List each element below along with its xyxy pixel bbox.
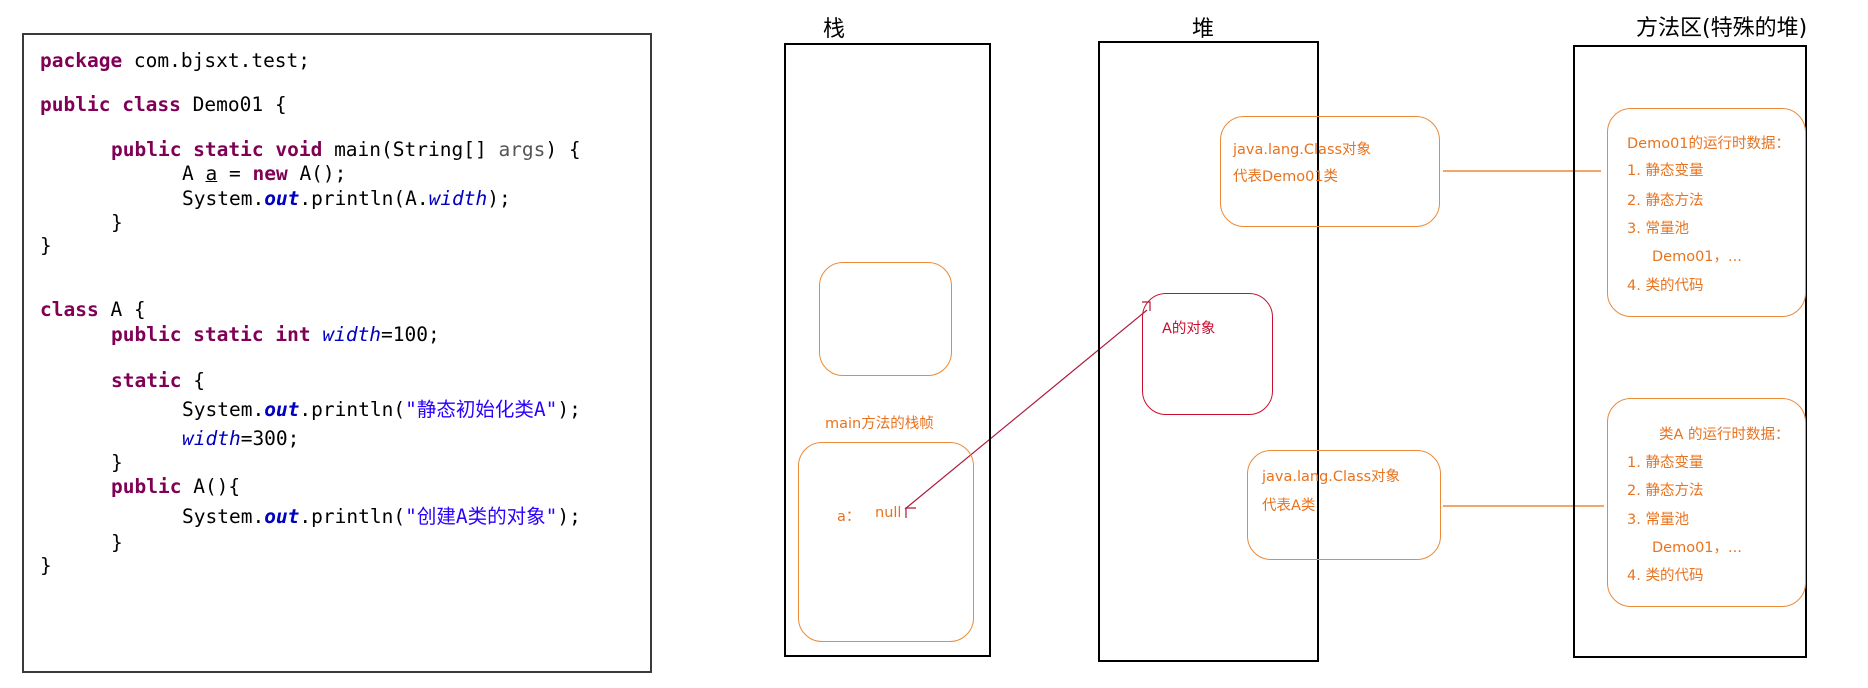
string-literal: "静态初始化类A" xyxy=(405,398,558,421)
code-line-new-a: A a = new A(); xyxy=(182,162,346,186)
demo-class-object xyxy=(1220,116,1440,227)
main-frame-label: main方法的栈帧 xyxy=(825,416,934,432)
out-field: out xyxy=(264,187,300,210)
keyword: public xyxy=(40,93,111,116)
a-runtime-item: 4. 类的代码 xyxy=(1627,568,1704,584)
println: .println( xyxy=(299,505,406,528)
main-sig: main(String[] xyxy=(322,138,499,161)
println: .println(A. xyxy=(299,187,429,210)
a-class-object-line2: 代表A类 xyxy=(1262,498,1316,514)
assign: = xyxy=(217,162,253,185)
demo-runtime-item: 4. 类的代码 xyxy=(1627,278,1704,294)
code-line-close: } xyxy=(40,554,52,577)
a-runtime-item: Demo01，... xyxy=(1652,540,1742,556)
code-line-println-static: System.out.println("静态初始化类A"); xyxy=(182,398,581,422)
type-a: A xyxy=(182,162,206,185)
code-line-close: } xyxy=(111,211,123,234)
keyword: class xyxy=(122,93,181,116)
class-decl: A { xyxy=(98,298,146,321)
code-line-println-width: System.out.println(A.width); xyxy=(182,187,511,211)
demo-class-object-line2: 代表Demo01类 xyxy=(1233,169,1339,185)
code-line-main-sig: public static void main(String[] args) { xyxy=(111,138,581,162)
ctor-call: A(); xyxy=(287,162,347,185)
code-line-width-decl: public static int width=100; xyxy=(111,323,440,347)
demo-runtime-item: 2. 静态方法 xyxy=(1627,193,1704,209)
println: .println( xyxy=(299,398,406,421)
package-name: com.bjsxt.test; xyxy=(122,49,311,72)
code-line-static-block: static { xyxy=(111,369,205,393)
width-field: width xyxy=(182,427,241,450)
class-decl: Demo01 { xyxy=(180,93,287,116)
demo-runtime-item: Demo01，... xyxy=(1652,249,1742,265)
keyword: public xyxy=(111,475,182,498)
width-field: width xyxy=(428,187,488,210)
keyword: static xyxy=(111,369,182,392)
var-a: a xyxy=(205,162,218,185)
param-args: args xyxy=(498,138,546,161)
main-sig-end: ) { xyxy=(545,138,581,161)
a-runtime-data xyxy=(1607,398,1806,607)
demo-runtime-item: 3. 常量池 xyxy=(1627,221,1689,237)
code-line-width-300: width=300; xyxy=(182,427,299,451)
method-area-title: 方法区(特殊的堆) xyxy=(1636,16,1808,41)
string-literal: "创建A类的对象" xyxy=(405,505,558,528)
system: System. xyxy=(182,505,265,528)
stack-title: 栈 xyxy=(823,17,846,42)
keyword: new xyxy=(252,162,288,185)
code-line-println-ctor: System.out.println("创建A类的对象"); xyxy=(182,505,581,529)
demo-runtime-item: 1. 静态变量 xyxy=(1627,163,1704,179)
stack-frame-empty xyxy=(819,262,952,376)
width-assign: =300; xyxy=(240,427,300,450)
code-line-class-a: class A { xyxy=(40,298,146,322)
demo-runtime-data xyxy=(1607,108,1806,317)
out-field: out xyxy=(264,398,300,421)
println-end: ); xyxy=(557,505,581,528)
println-end: ); xyxy=(487,187,511,210)
demo-runtime-title: Demo01的运行时数据： xyxy=(1627,136,1791,152)
a-object-label: A的对象 xyxy=(1162,321,1216,337)
out-field: out xyxy=(264,505,300,528)
code-line-close: } xyxy=(111,451,123,474)
ctor-decl: A(){ xyxy=(193,475,241,498)
method-area-column xyxy=(1573,45,1807,658)
null-label: null xyxy=(875,505,902,521)
code-panel: package com.bjsxt.test; public class Dem… xyxy=(22,33,652,673)
keyword: package xyxy=(40,49,123,72)
a-runtime-item: 1. 静态变量 xyxy=(1627,455,1704,471)
code-line-ctor: public A(){ xyxy=(111,475,240,499)
a-class-object-line1: java.lang.Class对象 xyxy=(1262,469,1401,485)
println-end: ); xyxy=(557,398,581,421)
reference-arrow-tail xyxy=(905,507,916,518)
reference-arrow xyxy=(904,309,1148,510)
keyword: public static void xyxy=(111,138,323,161)
a-class-object xyxy=(1247,450,1441,560)
code-line-close: } xyxy=(40,234,52,257)
a-runtime-title: 类A 的运行时数据： xyxy=(1659,427,1790,443)
main-stack-frame xyxy=(798,442,974,642)
a-object xyxy=(1142,293,1273,415)
a-runtime-item: 3. 常量池 xyxy=(1627,512,1689,528)
heap-title: 堆 xyxy=(1192,17,1215,42)
brace: { xyxy=(181,369,205,392)
keyword: public static int xyxy=(111,323,311,346)
code-line-package: package com.bjsxt.test; xyxy=(40,49,310,73)
system: System. xyxy=(182,187,265,210)
stack-column xyxy=(784,43,991,657)
width-assign: =100; xyxy=(381,323,440,346)
heap-column xyxy=(1098,41,1319,662)
keyword: class xyxy=(40,298,99,321)
a-runtime-item: 2. 静态方法 xyxy=(1627,483,1704,499)
width-field: width xyxy=(322,323,382,346)
code-line-class-demo: public class Demo01 { xyxy=(40,93,287,117)
code-line-close: } xyxy=(111,531,123,554)
var-a-label: a： xyxy=(837,509,861,525)
demo-class-object-line1: java.lang.Class对象 xyxy=(1233,142,1372,158)
system: System. xyxy=(182,398,265,421)
